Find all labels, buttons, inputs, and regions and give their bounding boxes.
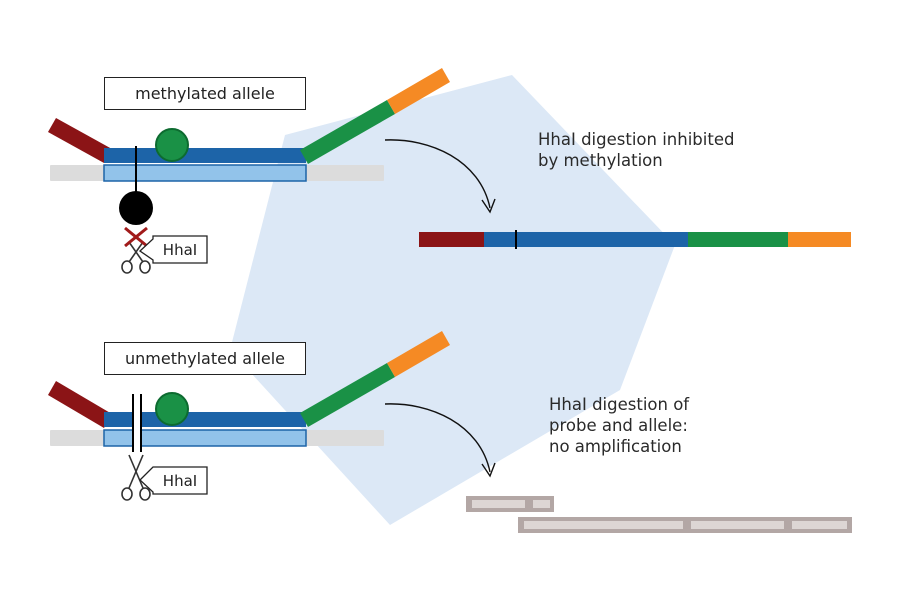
cut-gap xyxy=(133,392,141,458)
top-caption-line-1: HhaI digestion inhibited xyxy=(538,130,735,149)
bottom-caption-line-3: no amplification xyxy=(549,437,682,456)
bottom-green-dot-icon xyxy=(155,392,189,426)
fragment-short-inner-2 xyxy=(533,500,550,508)
top-product xyxy=(419,230,851,249)
fragment-short-inner-1 xyxy=(472,500,525,508)
top-red-arm xyxy=(48,118,112,163)
top-green-arm xyxy=(300,100,395,164)
bottom-red-arm xyxy=(48,381,112,428)
top-scissors-icon xyxy=(121,241,151,274)
top-enzyme-label: HhaI xyxy=(155,238,205,261)
bottom-construct xyxy=(48,331,450,501)
methylated-allele-label: methylated allele xyxy=(104,77,306,110)
top-arrowhead xyxy=(481,198,496,214)
fragment-long-inner-1 xyxy=(524,521,683,529)
top-caption: HhaI digestion inhibited by methylation xyxy=(538,129,734,171)
product-blue-segment xyxy=(484,232,688,247)
bottom-light-blue-strand xyxy=(103,429,307,447)
bottom-caption-line-1: HhaI digestion of xyxy=(549,395,690,414)
bottom-caption-line-2: probe and allele: xyxy=(549,416,688,435)
bottom-fragments xyxy=(466,496,852,533)
top-caption-line-2: by methylation xyxy=(538,151,663,170)
bottom-enzyme-label: HhaI xyxy=(155,469,205,492)
bottom-scissors-icon xyxy=(121,454,151,501)
scissor-block-cross-icon xyxy=(124,226,148,248)
product-orange-segment xyxy=(788,232,851,247)
fragment-long-inner-3 xyxy=(792,521,847,529)
fragment-long-inner-2 xyxy=(691,521,784,529)
bottom-arrowhead xyxy=(481,462,496,478)
methyl-group-icon xyxy=(119,191,153,225)
bottom-green-arm xyxy=(300,363,395,427)
top-light-blue-strand xyxy=(103,164,307,182)
top-green-dot-icon xyxy=(155,128,189,162)
top-construct xyxy=(48,68,450,274)
bottom-blue-strand xyxy=(104,412,306,427)
bottom-curved-arrow-icon xyxy=(384,403,491,473)
top-blue-strand xyxy=(104,148,306,163)
product-green-segment xyxy=(688,232,788,247)
background-shape xyxy=(230,75,675,525)
bottom-caption: HhaI digestion of probe and allele: no a… xyxy=(549,394,689,457)
bottom-orange-arm xyxy=(387,331,450,377)
top-orange-arm xyxy=(387,68,450,114)
top-curved-arrow-icon xyxy=(384,139,491,209)
product-red-segment xyxy=(419,232,484,247)
unmethylated-allele-label: unmethylated allele xyxy=(104,342,306,375)
